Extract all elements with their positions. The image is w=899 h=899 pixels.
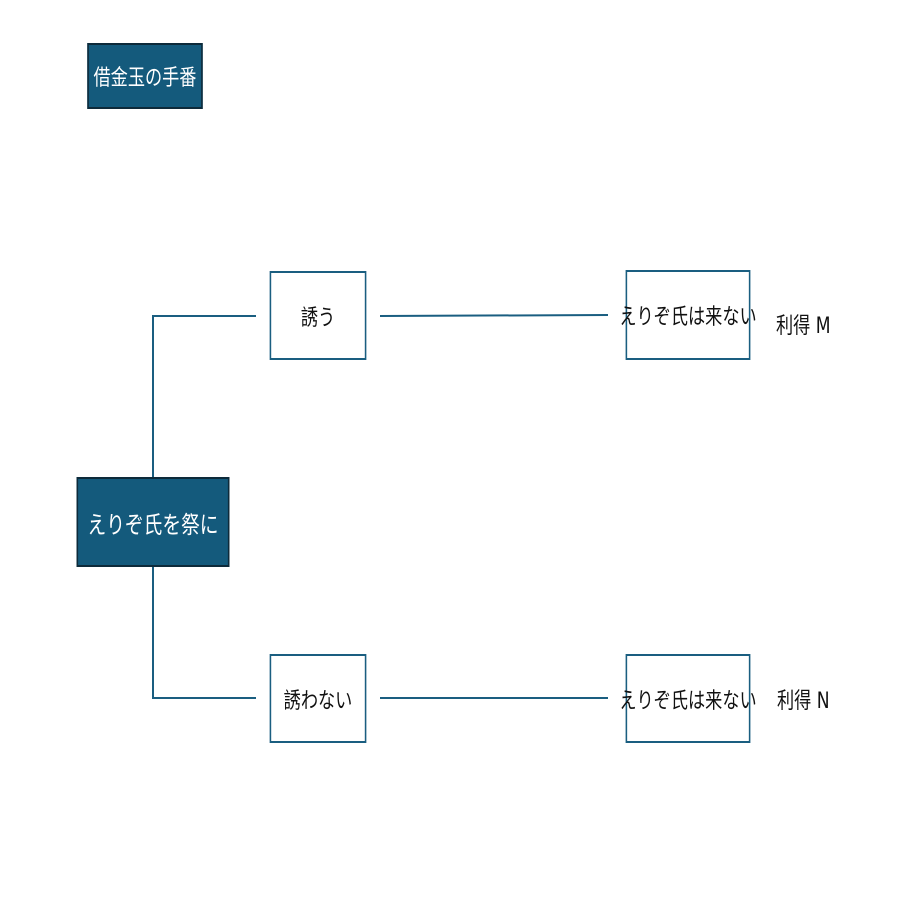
action-node-no-invite-text: 誘わない bbox=[283, 688, 353, 714]
connector-root-to-invite bbox=[152, 315, 256, 477]
outcome-node-invite-text: えりぞ氏は来ない bbox=[619, 305, 757, 330]
player-turn-label: 借金玉の手番 bbox=[87, 43, 203, 109]
player-turn-text: 借金玉の手番 bbox=[93, 66, 197, 91]
root-node: えりぞ氏を祭に bbox=[76, 477, 230, 567]
outcome-node-invite: えりぞ氏は来ない bbox=[619, 270, 757, 360]
action-node-invite-text: 誘う bbox=[300, 305, 336, 331]
action-node-no-invite: 誘わない bbox=[269, 654, 367, 743]
payoff-label-m: 利得 M bbox=[776, 314, 831, 339]
connector-root-to-noinvite bbox=[152, 567, 256, 699]
connector-invite-to-outcome bbox=[379, 314, 609, 317]
outcome-node-no-invite: えりぞ氏は来ない bbox=[619, 654, 757, 743]
action-node-invite: 誘う bbox=[269, 271, 367, 360]
payoff-label-n: 利得 N bbox=[777, 689, 830, 714]
outcome-node-no-invite-text: えりぞ氏は来ない bbox=[619, 688, 757, 714]
root-node-text: えりぞ氏を祭に bbox=[87, 510, 219, 539]
